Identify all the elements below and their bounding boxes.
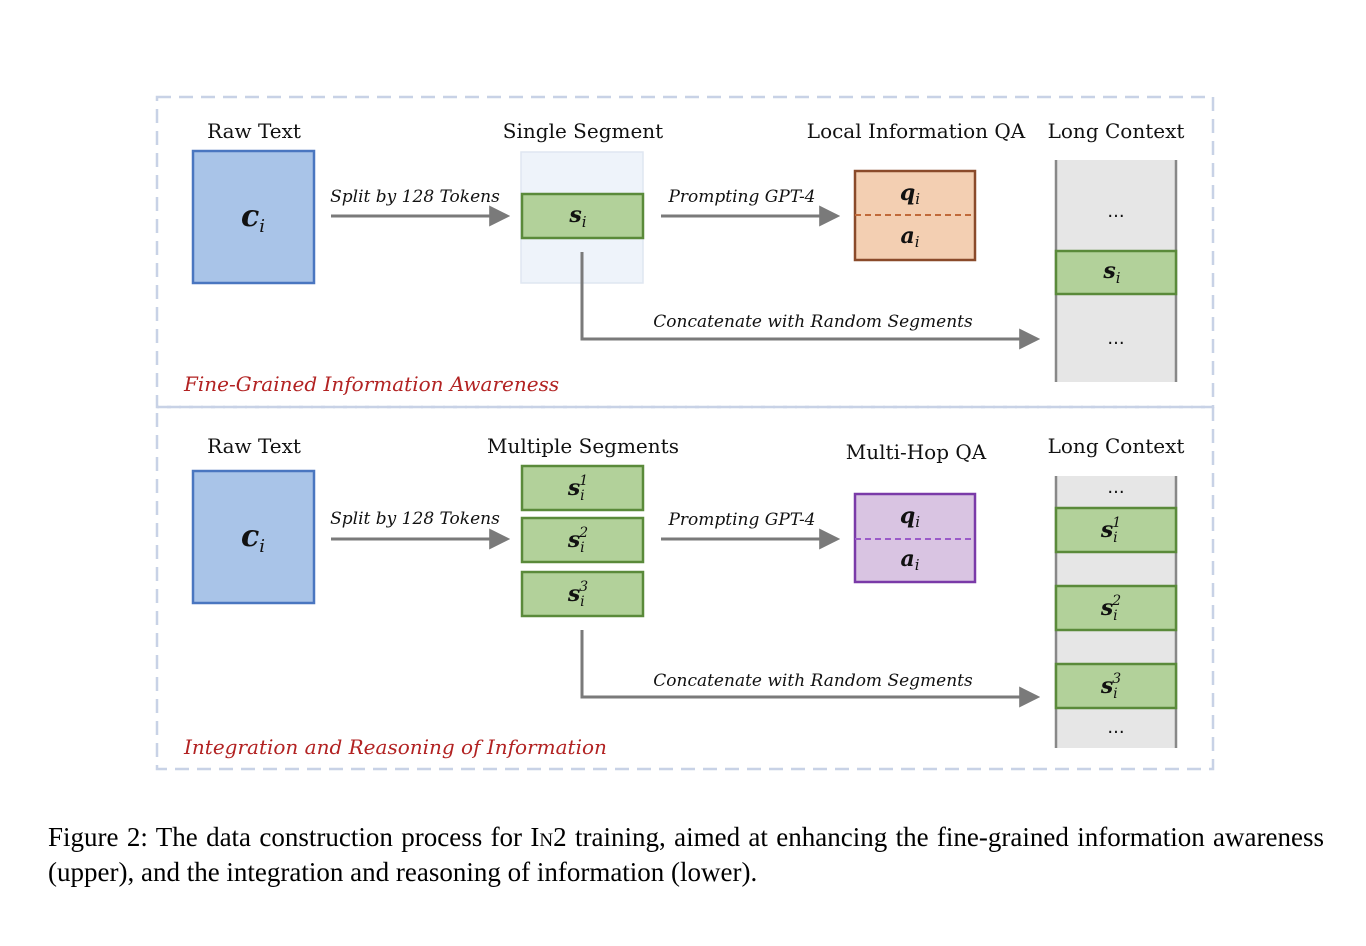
caption-suffix: training, aimed at enhancing the fine-gr… (48, 822, 1324, 887)
lower-segment-box-2 (520, 516, 645, 564)
upper-context-ellipsis-bottom: ... (1107, 328, 1124, 349)
lower-a-symbol: ai (900, 546, 919, 574)
upper-a-symbol: ai (900, 223, 919, 251)
upper-raw-text-box (191, 149, 316, 285)
caption-prefix: Figure 2: The data construction process … (48, 822, 531, 852)
lower-raw-symbol: ci (241, 519, 265, 557)
upper-context-ellipsis-top: ... (1107, 201, 1124, 222)
upper-raw-symbol: ci (241, 199, 265, 237)
figure-caption: Figure 2: The data construction process … (48, 820, 1324, 890)
lower-raw-text-box (191, 469, 316, 605)
upper-q-symbol: qi (900, 180, 920, 208)
upper-split-label: Split by 128 Tokens (330, 187, 500, 207)
lower-long-context-label: Long Context (1048, 434, 1185, 458)
lower-multihop-qa-label: Multi-Hop QA (846, 440, 987, 464)
upper-prompt-label: Prompting GPT-4 (667, 187, 815, 207)
upper-concat-label: Concatenate with Random Segments (653, 312, 973, 332)
lower-prompt-label: Prompting GPT-4 (667, 510, 815, 530)
lower-raw-text-label: Raw Text (207, 434, 301, 458)
lower-section-title: Integration and Reasoning of Information (183, 735, 607, 759)
lower-concat-arrow (580, 630, 1041, 708)
lower-split-label: Split by 128 Tokens (330, 509, 500, 529)
upper-concat-arrow (580, 252, 1041, 350)
upper-long-context-label: Long Context (1048, 119, 1185, 143)
lower-segment-box-3 (520, 570, 645, 618)
upper-segment-symbol: si (568, 202, 586, 231)
lower-section-frame (155, 405, 1215, 771)
upper-raw-text-label: Raw Text (207, 119, 301, 143)
lower-segment-box-1 (520, 464, 645, 512)
lower-q-symbol: qi (900, 503, 920, 531)
upper-context-segment (1054, 249, 1178, 296)
lower-concat-label: Concatenate with Random Segments (653, 671, 973, 691)
upper-context-segment-symbol: si (1102, 258, 1120, 287)
lower-context-ellipsis-bottom: ... (1107, 717, 1124, 738)
lower-context-ellipsis-top: ... (1107, 477, 1124, 498)
upper-segment-box (520, 192, 645, 240)
lower-context-segment-3 (1054, 662, 1178, 710)
caption-method-name: In2 (530, 822, 567, 852)
upper-local-qa-label: Local Information QA (807, 119, 1026, 143)
upper-section-frame (155, 95, 1215, 409)
upper-single-segment-label: Single Segment (503, 119, 663, 143)
in2-construction-diagram: Raw Text Single Segment Local Informatio… (155, 95, 1215, 771)
lower-context-segment-1 (1054, 506, 1178, 554)
lower-context-segment-2 (1054, 584, 1178, 632)
lower-multiple-segments-label: Multiple Segments (487, 434, 679, 458)
upper-section-title: Fine-Grained Information Awareness (183, 372, 559, 396)
